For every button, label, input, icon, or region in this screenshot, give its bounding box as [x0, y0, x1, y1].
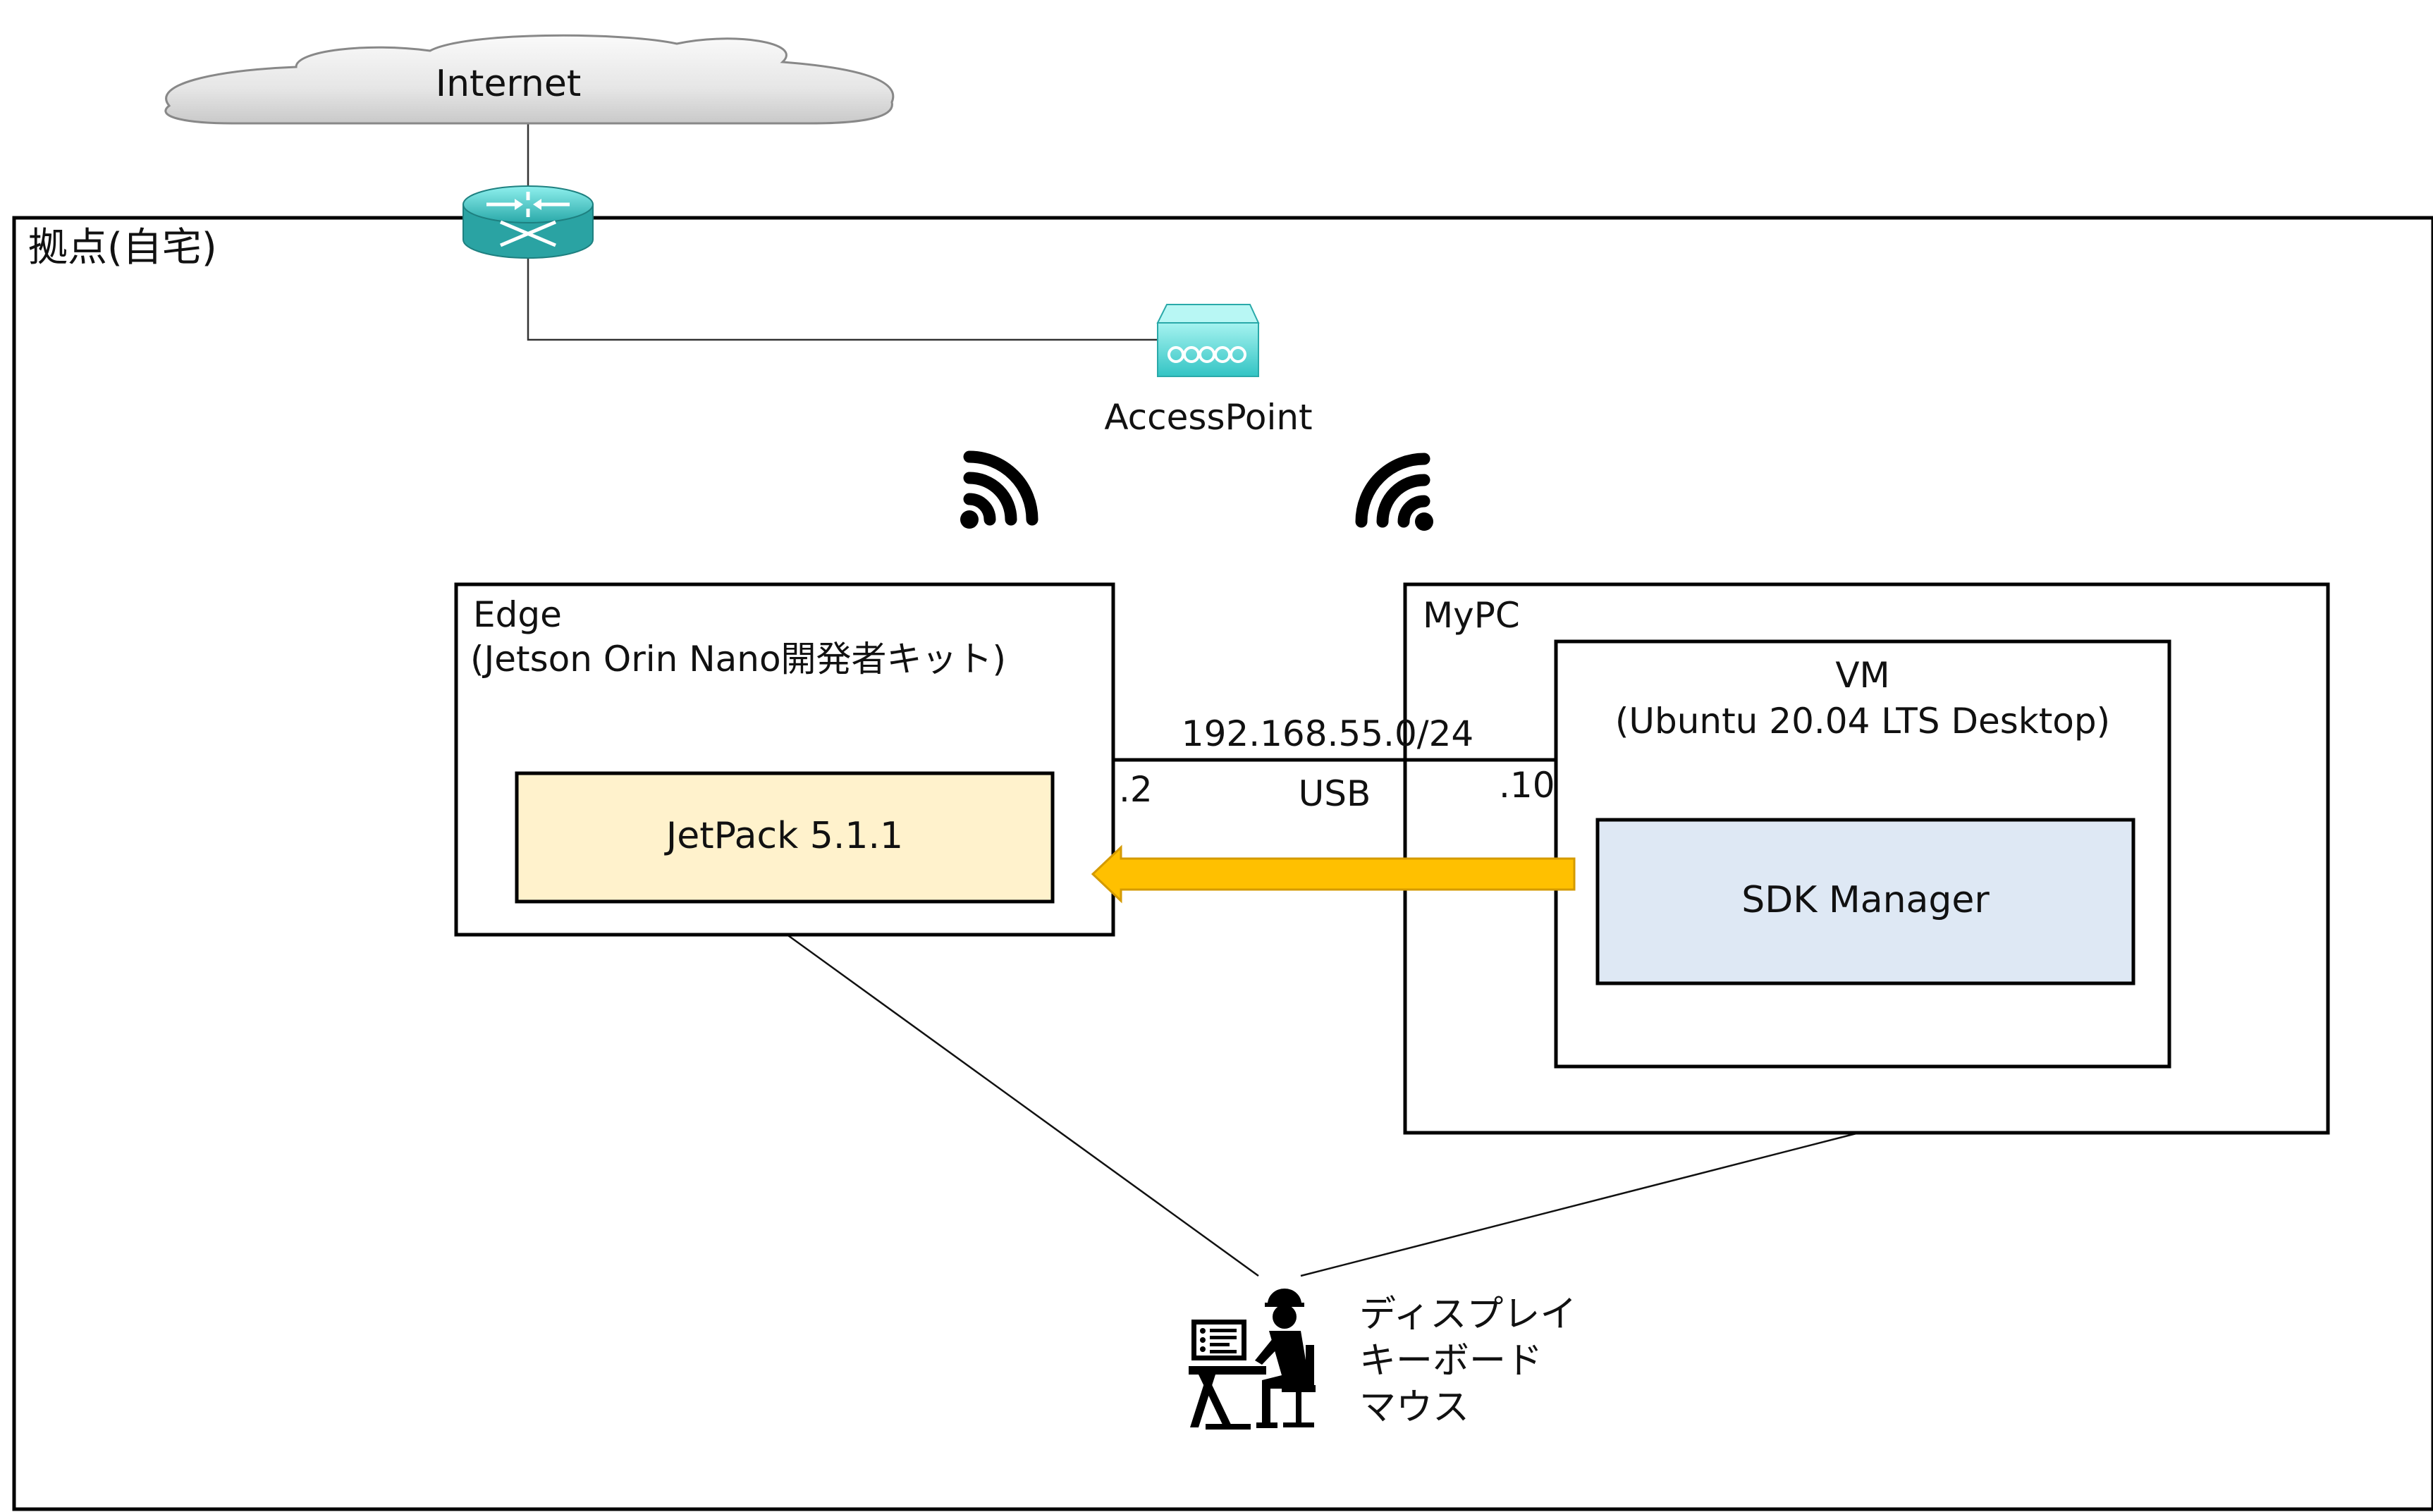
jetpack-label: JetPack 5.1.1: [666, 815, 904, 857]
wifi-signal-icon: [1355, 453, 1433, 531]
router-accesspoint-link: [527, 255, 1158, 341]
flash-arrow: [1091, 844, 1576, 904]
operator-device-keyboard: キーボード: [1359, 1340, 1543, 1382]
vm-subtitle: (Ubuntu 20.04 LTS Desktop): [1614, 701, 2111, 742]
pc-host-label: .10: [1499, 765, 1555, 806]
site-label: 拠点(自宅): [28, 225, 217, 271]
usb-network-label: 192.168.55.0/24: [1181, 713, 1474, 754]
jetpack-box: [515, 771, 1055, 904]
operator-devices-list: ディスプレイ キーボード マウス: [1359, 1291, 1576, 1431]
sdk-manager-label: SDK Manager: [1741, 879, 1990, 921]
operator-device-display: ディスプレイ: [1359, 1293, 1577, 1336]
edge-operator-link: [785, 933, 1259, 1277]
internet-cloud-icon: [164, 34, 895, 125]
usb-medium-label: USB: [1298, 773, 1371, 814]
mypc-title: MyPC: [1423, 595, 1520, 636]
sdk-manager-box: [1595, 818, 2135, 985]
access-point-label: AccessPoint: [1104, 397, 1313, 438]
access-point-icon: [1156, 304, 1260, 377]
internet-label: Internet: [435, 63, 582, 105]
site-boundary: [12, 216, 2433, 1511]
router-icon: [462, 185, 594, 259]
wifi-signal-icon: [960, 450, 1038, 529]
operator-at-workstation-icon: [1189, 1289, 1316, 1430]
edge-host-label: .2: [1119, 769, 1153, 810]
operator-device-mouse: マウス: [1359, 1387, 1470, 1429]
mypc-operator-link: [1300, 1131, 1860, 1277]
vm-title: VM: [1835, 655, 1890, 696]
edge-subtitle: (Jetson Orin Nano開発者キット): [470, 639, 1007, 680]
edge-title: Edge: [473, 594, 562, 635]
